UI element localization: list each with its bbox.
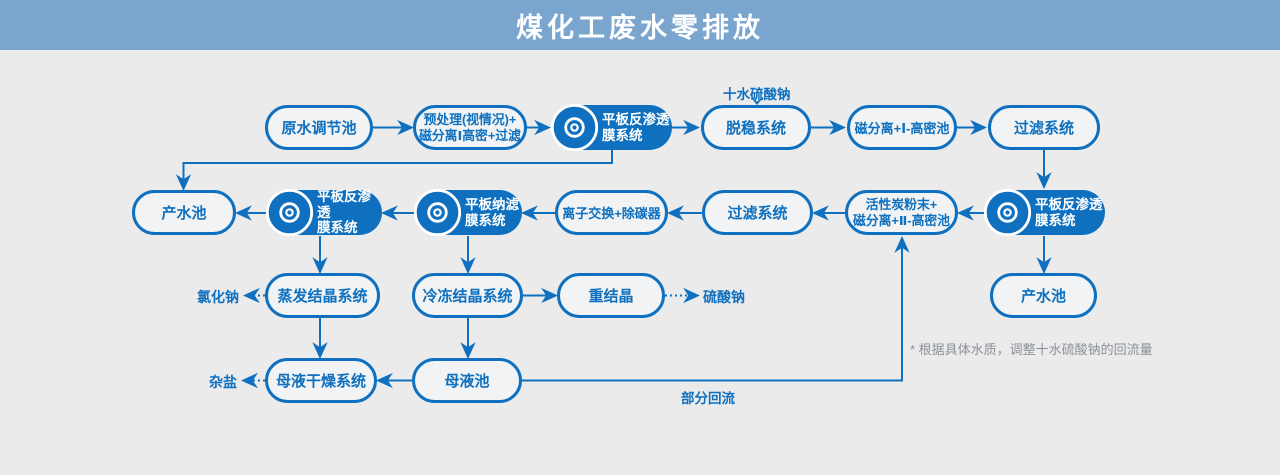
edge-ro1-productleft <box>175 150 613 192</box>
node-destabilization-system: 脱稳系统 <box>701 105 811 150</box>
edge-decahydrate-destab-arrowhead <box>750 97 764 105</box>
node-label: 脱稳系统 <box>725 120 786 137</box>
label-mixed-salt: 杂盐 <box>209 374 237 390</box>
node-label: 原水调节池 <box>281 120 357 137</box>
node-evaporation-crystallization: 蒸发结晶系统 <box>265 273 380 318</box>
label-sodium-sulfate: 硫酸钠 <box>703 289 745 305</box>
connector-lines <box>175 97 1052 389</box>
node-label: 产水池 <box>161 205 207 222</box>
title-banner: 煤化工废水零排放 <box>0 0 1280 50</box>
node-filter-system-2: 过滤系统 <box>702 190 813 235</box>
node-ion-exchange-decarbonizer: 离子交换+除碳器 <box>555 190 668 235</box>
node-label: 母液干燥系统 <box>275 373 366 390</box>
node-filter-system-1: 过滤系统 <box>988 105 1100 150</box>
membrane-disc-icon <box>983 188 1032 237</box>
label-partial-reflux: 部分回流 <box>681 391 735 406</box>
node-label: 平板纳滤膜系统 <box>465 196 519 228</box>
node-label: 预处理(视情况)+磁分离Ⅰ高密+过滤 <box>419 112 521 143</box>
node-flat-nf-membrane: 平板纳滤膜系统 <box>413 188 522 237</box>
node-label: 活性炭粉末+磁分离+Ⅱ-高密池 <box>853 197 950 228</box>
node-flat-ro-membrane-1: 平板反渗透膜系统 <box>550 103 672 152</box>
node-label: 磁分离+Ⅰ-高密池 <box>854 121 950 136</box>
membrane-disc-icon <box>413 188 462 237</box>
node-flat-ro-membrane-3: 平板反渗透膜系统 <box>983 188 1105 237</box>
node-mother-liquor-pool: 母液池 <box>412 358 522 403</box>
flowchart: 原水调节池 预处理(视情况)+磁分离Ⅰ高密+过滤 平板反渗透膜系统 脱稳系统 磁… <box>0 50 1280 475</box>
node-recrystallization: 重结晶 <box>557 273 665 318</box>
node-label: 离子交换+除碳器 <box>562 206 661 221</box>
edge-motherliquor-activatedcarbon-reflux <box>522 235 910 382</box>
node-label: 平板反渗透膜系统 <box>1035 196 1103 228</box>
node-label: 蒸发结晶系统 <box>277 288 368 305</box>
node-activated-carbon-magsep-2: 活性炭粉末+磁分离+Ⅱ-高密池 <box>845 190 958 235</box>
node-label: 平板反渗透膜系统 <box>602 111 670 143</box>
node-product-water-pool-left: 产水池 <box>132 190 236 235</box>
node-product-water-pool-right: 产水池 <box>990 273 1097 318</box>
membrane-disc-icon <box>550 103 599 152</box>
footnote: * 根据具体水质，调整十水硫酸钠的回流量 <box>910 342 1153 357</box>
node-label: 产水池 <box>1020 288 1066 305</box>
node-label: 平板反渗透膜系统 <box>317 189 371 236</box>
node-label: 过滤系统 <box>1013 120 1074 137</box>
node-label: 重结晶 <box>588 288 634 305</box>
node-label: 冷冻结晶系统 <box>422 288 513 305</box>
node-mother-liquor-dryer: 母液干燥系统 <box>265 358 377 403</box>
membrane-disc-icon <box>265 188 314 237</box>
node-raw-water-pool: 原水调节池 <box>265 105 373 150</box>
node-pretreatment: 预处理(视情况)+磁分离Ⅰ高密+过滤 <box>413 105 527 150</box>
page-title: 煤化工废水零排放 <box>516 12 764 43</box>
node-freeze-crystallization: 冷冻结晶系统 <box>412 273 523 318</box>
label-sodium-sulfate-decahydrate: 十水硫酸钠 <box>723 87 791 102</box>
node-label: 过滤系统 <box>727 205 788 222</box>
node-flat-ro-membrane-2: 平板反渗透膜系统 <box>265 188 382 237</box>
node-magsep-1-highdensity-pool: 磁分离+Ⅰ-高密池 <box>847 105 957 150</box>
label-sodium-chloride: 氯化钠 <box>197 289 239 305</box>
node-label: 母液池 <box>444 373 490 390</box>
